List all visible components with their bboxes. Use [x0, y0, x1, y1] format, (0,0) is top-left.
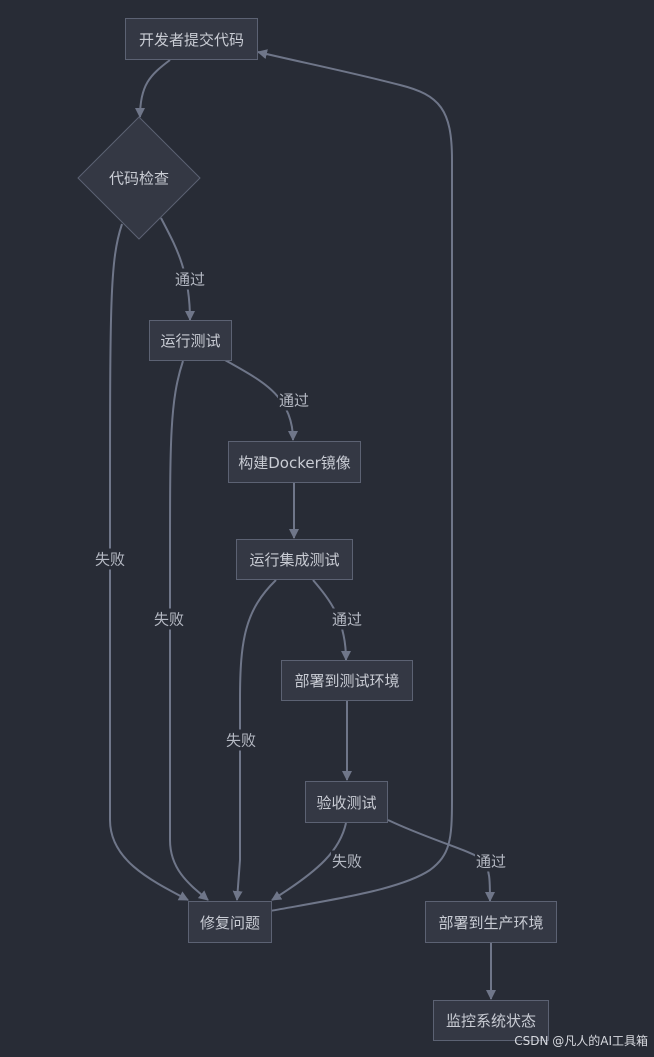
code-check-diamond [77, 116, 201, 240]
node-build-docker: 构建Docker镜像 [228, 441, 361, 483]
edge-fix-to-submit [257, 49, 453, 912]
edge-tests-to-build [224, 359, 298, 441]
node-submit-code: 开发者提交代码 [125, 18, 258, 60]
edge-check-to-tests [160, 217, 195, 321]
edge-acceptance-to-fix [271, 822, 347, 901]
edge-label-tests-fail: 失败 [152, 608, 186, 630]
node-integration-tests: 运行集成测试 [236, 539, 353, 580]
edge-integration-to-fix [232, 579, 277, 901]
edge-label-tests-pass: 通过 [277, 389, 311, 411]
watermark: CSDN @凡人的AI工具箱 [514, 1034, 648, 1048]
node-code-check-label: 代码检查 [108, 169, 170, 188]
node-run-tests: 运行测试 [149, 320, 232, 361]
edge-label-acceptance-pass: 通过 [474, 850, 508, 872]
edge-label-acceptance-fail: 失败 [330, 850, 364, 872]
edge-label-check-pass: 通过 [173, 268, 207, 290]
node-acceptance-tests: 验收测试 [305, 781, 388, 823]
node-monitor-status: 监控系统状态 [433, 1000, 549, 1041]
node-deploy-prod-env: 部署到生产环境 [425, 901, 557, 943]
edge-label-integration-fail: 失败 [224, 729, 258, 751]
node-fix-issue: 修复问题 [188, 901, 272, 943]
edge-check-to-fix [109, 223, 189, 901]
edge-tests-to-fix [169, 360, 209, 901]
node-deploy-test-env: 部署到测试环境 [281, 660, 413, 701]
edge-label-integration-pass: 通过 [330, 608, 364, 630]
edge-label-check-fail: 失败 [93, 548, 127, 570]
edge-submit-to-check [135, 59, 171, 118]
